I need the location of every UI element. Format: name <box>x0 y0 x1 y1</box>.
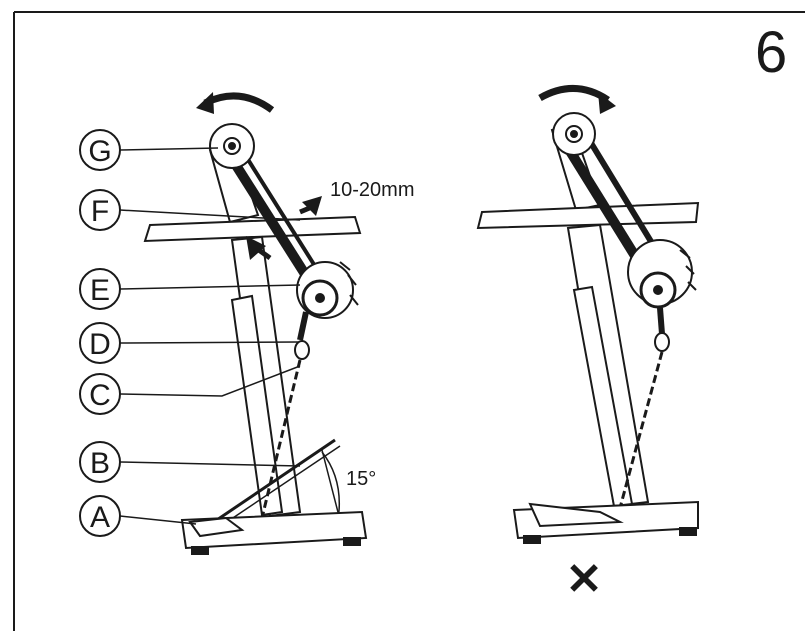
handwheel-center-right <box>570 130 578 138</box>
callout-e-label: E <box>90 274 110 307</box>
figure-number: 6 <box>755 20 787 85</box>
leader-f <box>119 209 301 221</box>
right-assembly <box>476 85 700 544</box>
callout-f-circle <box>79 189 121 231</box>
handwheel-center-left <box>228 142 236 150</box>
belt-slack-left <box>235 164 301 266</box>
frame-border <box>13 11 805 631</box>
callout-g-circle <box>79 129 121 171</box>
chain-left <box>260 359 302 519</box>
pedal-rod-left <box>204 438 336 530</box>
callout-circles <box>79 129 121 537</box>
callout-g-label: G <box>88 135 111 168</box>
motor-pulley-center-right <box>653 285 663 295</box>
angle-vertical-line <box>321 449 341 521</box>
leader-e <box>119 284 301 290</box>
angle-label: 15° <box>346 468 376 490</box>
chain-hook-right <box>654 332 670 352</box>
chain-hook-left <box>294 340 310 360</box>
callout-b-circle <box>79 441 121 483</box>
foot-right-2 <box>679 527 697 536</box>
motor-pulley-center-left <box>315 293 325 303</box>
left-assembly <box>143 92 368 555</box>
foot-left-1 <box>191 546 209 555</box>
foot-right-1 <box>523 535 541 544</box>
motor-fins-left <box>339 261 359 306</box>
motor-fins-right <box>679 249 697 291</box>
rotation-arrow-left <box>203 92 275 113</box>
incorrect-mark: ✕ <box>566 555 603 604</box>
callout-e-circle <box>79 268 121 310</box>
rotation-arrowhead-left <box>196 92 214 114</box>
motor-lever-left <box>297 311 309 341</box>
rotation-arrowhead-right <box>598 92 616 114</box>
leader-a <box>119 515 197 525</box>
motor-lever-right <box>657 307 665 335</box>
chain-right <box>618 351 664 509</box>
leader-b <box>119 461 301 467</box>
tension-arrow-upper <box>302 196 322 216</box>
rotation-arrow-right <box>538 85 610 103</box>
callout-leaders <box>119 147 301 525</box>
callout-c-circle <box>79 373 121 415</box>
callout-d-circle <box>79 322 121 364</box>
stand-post-inner-left <box>230 294 284 517</box>
leader-g <box>119 147 219 151</box>
pedal-right <box>528 502 624 528</box>
callout-b-label: B <box>90 447 110 480</box>
table-top-right <box>476 201 700 230</box>
belt-tension-label: 10-20mm <box>330 179 414 201</box>
callout-a-label: A <box>90 501 110 534</box>
callout-d-label: D <box>89 328 111 361</box>
callout-a-circle <box>79 495 121 537</box>
pedal-left <box>188 516 245 538</box>
leader-c <box>119 365 301 397</box>
callout-f-label: F <box>91 195 109 228</box>
callout-c-label: C <box>89 379 111 412</box>
leader-d <box>119 341 299 344</box>
foot-left-2 <box>343 537 361 546</box>
